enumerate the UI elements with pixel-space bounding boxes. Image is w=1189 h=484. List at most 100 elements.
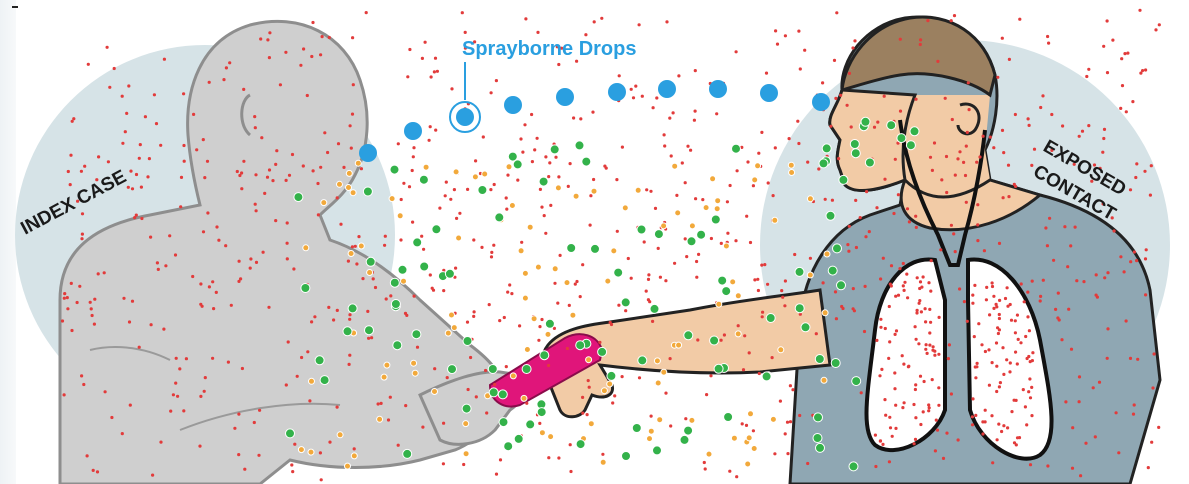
aerosol-dot (316, 182, 319, 185)
orange-droplet (346, 185, 352, 191)
lung-aerosol-dot (1014, 319, 1017, 322)
orange-droplet (522, 295, 528, 301)
aerosol-dot (966, 320, 969, 323)
lung-aerosol-dot (915, 311, 918, 314)
aerosol-dot (348, 313, 351, 316)
green-droplet (906, 141, 915, 150)
aerosol-dot (743, 334, 746, 337)
aerosol-dot (319, 451, 322, 454)
orange-droplet (647, 436, 653, 442)
aerosol-dot (894, 158, 897, 161)
aerosol-dot (783, 304, 786, 307)
aerosol-dot (965, 145, 968, 148)
lung-aerosol-dot (1031, 359, 1034, 362)
aerosol-dot (342, 166, 345, 169)
aerosol-dot (839, 94, 842, 97)
lung-aerosol-dot (918, 287, 921, 290)
aerosol-dot (238, 260, 241, 263)
aerosol-dot (966, 131, 969, 134)
green-droplet (762, 372, 771, 381)
lung-aerosol-dot (998, 299, 1001, 302)
lung-aerosol-dot (1010, 410, 1013, 413)
aerosol-dot (586, 413, 589, 416)
lung-aerosol-dot (974, 365, 977, 368)
aerosol-dot (310, 320, 313, 323)
lung-aerosol-dot (991, 361, 994, 364)
aerosol-dot (1042, 279, 1045, 282)
aerosol-dot (694, 197, 697, 200)
green-droplet (833, 244, 842, 253)
aerosol-dot (444, 194, 447, 197)
lung-aerosol-dot (1016, 436, 1019, 439)
aerosol-dot (540, 206, 543, 209)
aerosol-dot (1019, 341, 1022, 344)
lung-aerosol-dot (928, 308, 931, 311)
aerosol-dot (531, 160, 534, 163)
aerosol-dot (998, 242, 1001, 245)
aerosol-dot (649, 190, 652, 193)
aerosol-dot (255, 261, 258, 264)
aerosol-dot (349, 124, 352, 127)
lung-aerosol-dot (926, 352, 929, 355)
lung-aerosol-dot (888, 340, 891, 343)
aerosol-dot (630, 277, 633, 280)
lung-aerosol-dot (995, 390, 998, 393)
aerosol-dot (976, 203, 979, 206)
aerosol-dot (389, 294, 392, 297)
aerosol-dot (1147, 466, 1150, 469)
aerosol-dot (914, 98, 917, 101)
lung-aerosol-dot (1009, 361, 1012, 364)
orange-droplet (745, 461, 751, 467)
green-droplet (801, 323, 810, 332)
orange-droplet (824, 251, 830, 257)
green-droplet (684, 331, 693, 340)
aerosol-dot (287, 340, 290, 343)
lung-aerosol-dot (933, 350, 936, 353)
aerosol-dot (774, 29, 777, 32)
aerosol-dot (328, 36, 331, 39)
aerosol-dot (355, 262, 358, 265)
aerosol-dot (1095, 273, 1098, 276)
aerosol-dot (609, 321, 612, 324)
lung-aerosol-dot (883, 398, 886, 401)
aerosol-dot (1157, 426, 1160, 429)
aerosol-dot (97, 272, 100, 275)
aerosol-dot (1145, 248, 1148, 251)
aerosol-dot (176, 395, 179, 398)
lung-aerosol-dot (894, 427, 897, 430)
green-droplet (489, 388, 498, 397)
aerosol-dot (495, 79, 498, 82)
aerosol-dot (664, 392, 667, 395)
green-droplet (550, 145, 559, 154)
aerosol-dot (616, 230, 619, 233)
green-droplet (363, 187, 372, 196)
blue-drop (608, 83, 626, 101)
aerosol-dot (854, 199, 857, 202)
aerosol-dot (701, 198, 704, 201)
orange-droplet (345, 463, 351, 469)
aerosol-dot (530, 113, 533, 116)
aerosol-dot (129, 404, 132, 407)
aerosol-dot (748, 351, 751, 354)
orange-droplet (355, 160, 361, 166)
aerosol-dot (169, 410, 172, 413)
aerosol-dot (195, 148, 198, 151)
aerosol-dot (806, 161, 809, 164)
aerosol-dot (239, 277, 242, 280)
aerosol-dot (890, 264, 893, 267)
aerosol-dot (1075, 279, 1078, 282)
aerosol-dot (380, 402, 383, 405)
lung-aerosol-dot (897, 294, 900, 297)
aerosol-dot (63, 393, 66, 396)
green-droplet (850, 140, 859, 149)
aerosol-dot (1008, 370, 1011, 373)
orange-droplet (822, 310, 828, 316)
aerosol-dot (236, 170, 239, 173)
aerosol-dot (873, 126, 876, 129)
aerosol-dot (182, 92, 185, 95)
aerosol-dot (569, 443, 572, 446)
lung-aerosol-dot (971, 302, 974, 305)
aerosol-dot (299, 64, 302, 67)
aerosol-dot (798, 414, 801, 417)
